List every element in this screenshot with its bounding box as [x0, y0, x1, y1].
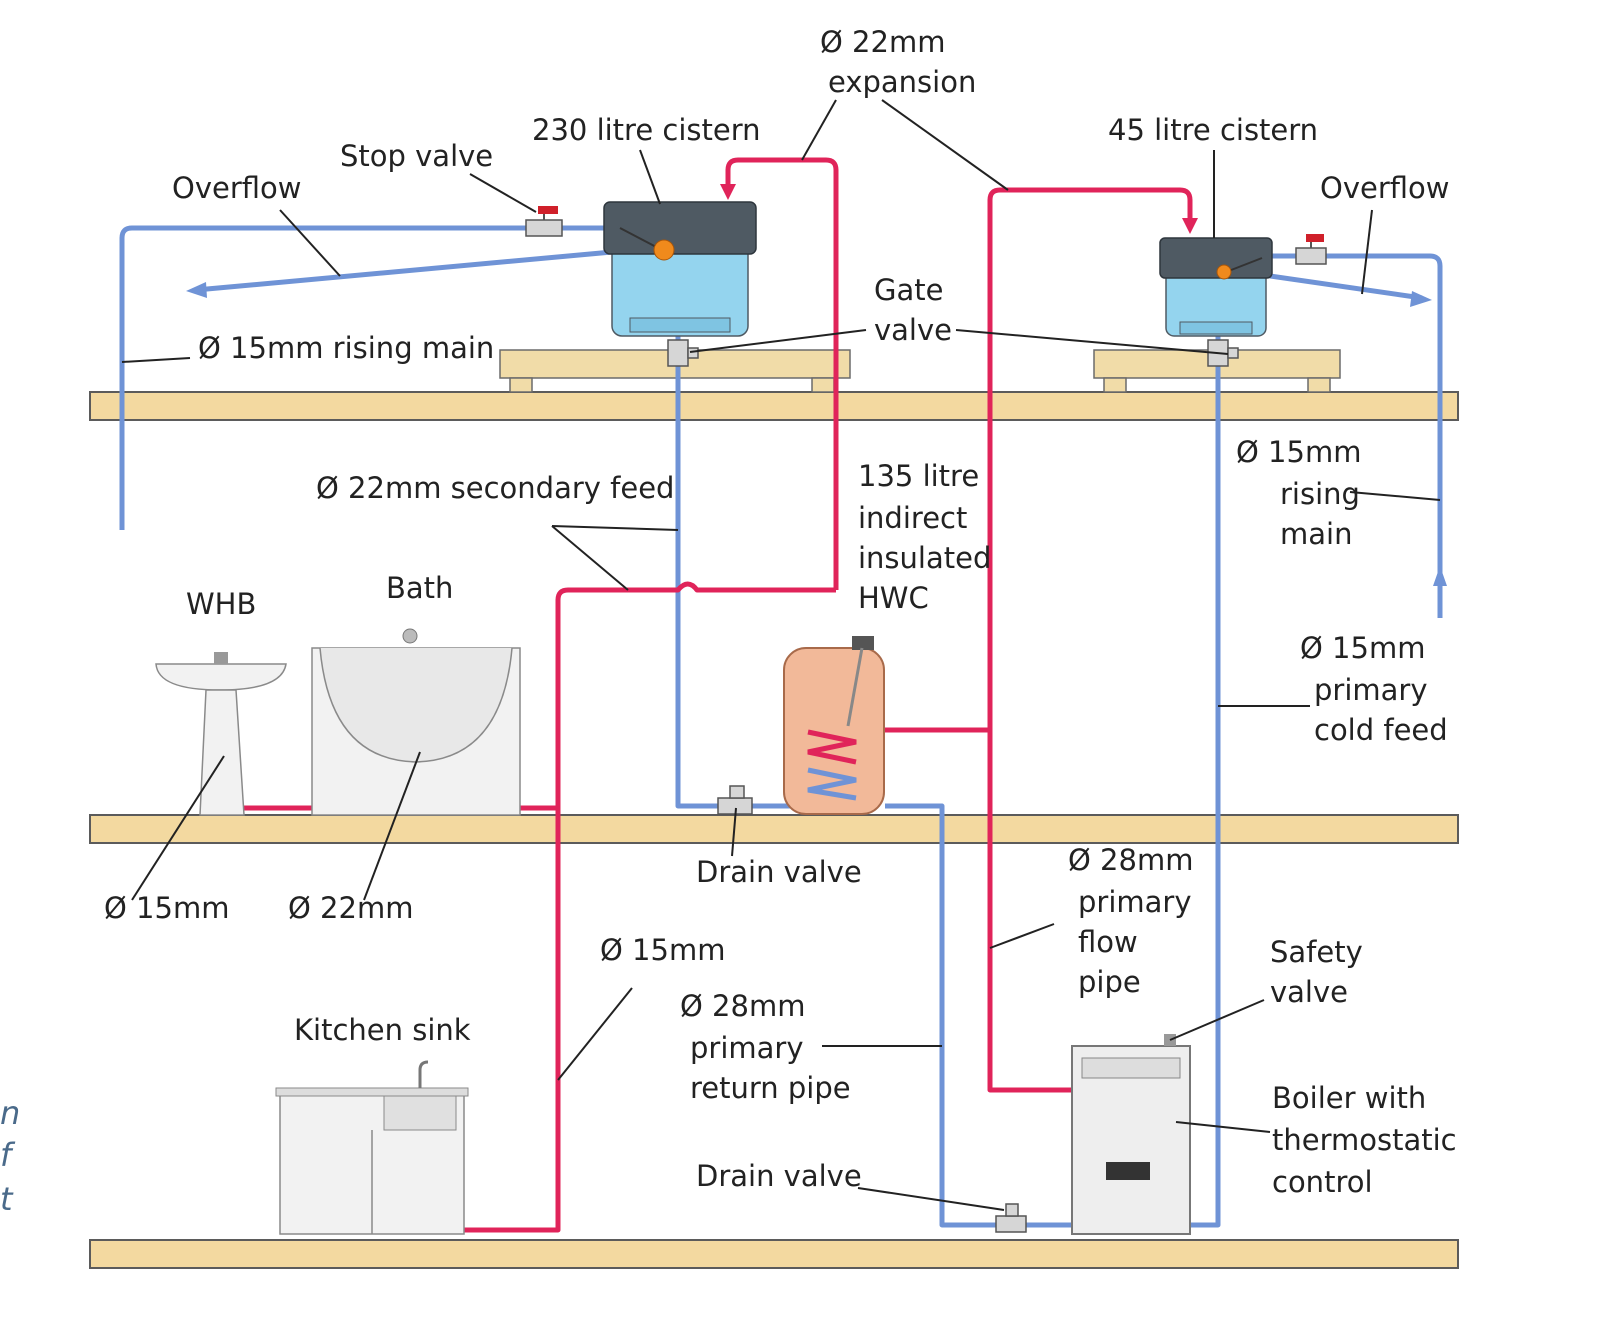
primary-flow-pipe — [870, 727, 1078, 1093]
label-whb-size: Ø 15mm — [104, 891, 229, 925]
label-gate-valve-1: Gate — [874, 273, 943, 307]
label-hwc-4: HWC — [858, 581, 929, 615]
label-drain-valve-upper: Drain valve — [696, 855, 862, 889]
label-rising-main-right-1: Ø 15mm — [1236, 435, 1361, 469]
label-kitchen-sink: Kitchen sink — [294, 1013, 471, 1047]
stop-valve-right — [1295, 234, 1327, 265]
secondary-cold-feed-pipe — [675, 330, 800, 809]
loft-floor — [89, 391, 1459, 421]
label-hwc-1: 135 litre — [858, 459, 979, 493]
overflow-right-pipe — [1269, 273, 1423, 301]
label-expansion: expansion — [828, 65, 976, 99]
label-stop-valve: Stop valve — [340, 139, 493, 173]
side-caption-fragment: n f t — [0, 1094, 20, 1218]
side-caption-line-3: t — [0, 1180, 14, 1218]
stop-valve-left — [525, 206, 563, 237]
label-rising-main-left: Ø 15mm rising main — [198, 331, 494, 365]
label-boiler-2: thermostatic — [1272, 1123, 1457, 1157]
bath — [311, 628, 521, 816]
expansion-pipe-left — [725, 157, 839, 590]
secondary-hot-feed-pipe — [417, 581, 836, 1233]
kitchen-sink-unit — [275, 1060, 469, 1235]
overflow-left-pipe — [195, 249, 613, 293]
label-flow-pipe-2: primary — [1078, 885, 1192, 919]
label-hwc-3: insulated — [858, 541, 991, 575]
label-return-pipe-1: Ø 28mm — [680, 989, 805, 1023]
label-drain-valve-lower: Drain valve — [696, 1159, 862, 1193]
label-bath-size: Ø 22mm — [288, 891, 413, 925]
label-flow-pipe-3: flow — [1078, 925, 1138, 959]
label-whb: WHB — [186, 587, 256, 621]
cistern-45-litre — [1159, 237, 1273, 337]
label-gate-valve-2: valve — [874, 313, 952, 347]
label-rising-main-right-2: rising — [1280, 477, 1360, 511]
side-caption-line-2: f — [0, 1136, 16, 1174]
label-secondary-feed: Ø 22mm secondary feed — [316, 471, 674, 505]
label-flow-pipe-1: Ø 28mm — [1068, 843, 1193, 877]
primary-cold-feed-pipe — [1188, 330, 1221, 1228]
rising-main-right-pipe — [1268, 253, 1443, 618]
expansion-pipe-right — [987, 187, 1193, 730]
label-bath: Bath — [386, 571, 453, 605]
label-safety-valve-1: Safety — [1270, 935, 1363, 969]
wash-hand-basin — [155, 652, 287, 816]
ground-floor — [89, 1239, 1459, 1269]
label-overflow-right: Overflow — [1320, 171, 1449, 205]
leader-lines — [121, 99, 1441, 1211]
label-flow-pipe-4: pipe — [1078, 965, 1141, 999]
drain-valve-lower — [995, 1203, 1027, 1233]
boiler — [1071, 1034, 1191, 1235]
first-floor — [89, 814, 1459, 844]
side-caption-line-1: n — [0, 1094, 20, 1132]
hot-water-cylinder — [783, 636, 885, 815]
label-primary-cold-3: cold feed — [1314, 713, 1448, 747]
drain-valve-upper — [717, 785, 753, 815]
label-safety-valve-2: valve — [1270, 975, 1348, 1009]
label-primary-cold-1: Ø 15mm — [1300, 631, 1425, 665]
label-rising-main-right-3: main — [1280, 517, 1352, 551]
label-primary-cold-2: primary — [1314, 673, 1428, 707]
rising-main-left-pipe — [119, 225, 612, 530]
primary-return-pipe — [885, 803, 1078, 1228]
cold-water-pipes — [119, 225, 1447, 1228]
label-cistern-45: 45 litre cistern — [1108, 113, 1318, 147]
label-overflow-left: Overflow — [172, 171, 301, 205]
label-return-pipe-3: return pipe — [690, 1071, 851, 1105]
label-boiler-3: control — [1272, 1165, 1373, 1199]
label-boiler-1: Boiler with — [1272, 1081, 1426, 1115]
label-return-pipe-2: primary — [690, 1031, 804, 1065]
label-expansion-size: Ø 22mm — [820, 25, 945, 59]
cistern-230-litre — [603, 201, 757, 337]
gate-valve-left — [667, 339, 699, 367]
label-sink-feed: Ø 15mm — [600, 933, 725, 967]
label-cistern-230: 230 litre cistern — [532, 113, 761, 147]
diagram-labels: Ø 22mm expansion 230 litre cistern 45 li… — [104, 25, 1457, 1199]
label-hwc-2: indirect — [858, 501, 967, 535]
